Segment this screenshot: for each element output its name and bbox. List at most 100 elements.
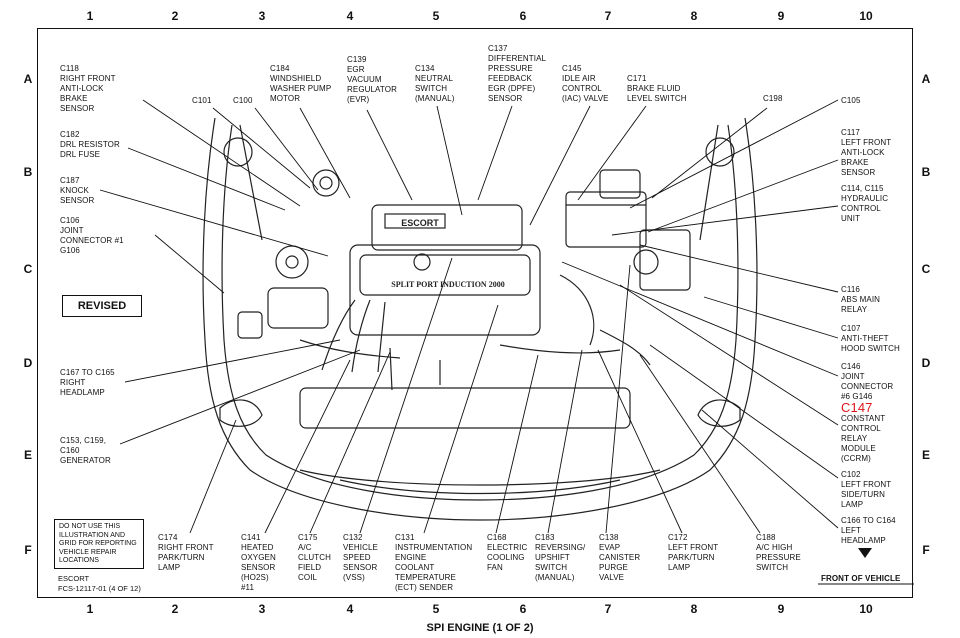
desc-c147: CONSTANT CONTROL RELAY MODULE (CCRM) (841, 414, 886, 463)
code-c175: C175 (298, 533, 318, 542)
code-c138: C138 (599, 533, 619, 542)
desc-c132: VEHICLE SPEED SENSOR (VSS) (343, 543, 378, 582)
code-c184: C184 (270, 64, 290, 73)
code-c172: C172 (668, 533, 688, 542)
desc-c131: INSTRUMENTATION ENGINE COOLANT TEMPERATU… (395, 543, 473, 592)
diagram-title: SPI ENGINE (1 OF 2) (426, 622, 534, 634)
grid-col-3-bottom: 3 (258, 602, 266, 616)
grid-col-6-bottom: 6 (519, 602, 527, 616)
label-c100: C100 (233, 96, 253, 106)
code-c105: C105 (841, 96, 861, 105)
grid-col-6: 6 (519, 9, 527, 23)
grid-row-d: D (23, 356, 33, 370)
code-c174: C174 (158, 533, 178, 542)
grid-row-b-right: B (921, 165, 931, 179)
grid-col-5-bottom: 5 (432, 602, 440, 616)
desc-c171: BRAKE FLUID LEVEL SWITCH (627, 84, 687, 103)
code-c146: C146 (841, 362, 861, 371)
desc-c141: HEATED OXYGEN SENSOR (HO2S) #11 (241, 543, 276, 592)
grid-col-9-bottom: 9 (777, 602, 785, 616)
code-c139: C139 (347, 55, 367, 64)
code-c168: C168 (487, 533, 507, 542)
grid-col-10: 10 (859, 9, 873, 23)
footer-code: FCS-12117-01 (4 OF 12) (58, 584, 141, 593)
code-c182: C182 (60, 130, 80, 139)
engine-cover-escort-text: ESCORT (401, 218, 439, 228)
grid-col-8-bottom: 8 (690, 602, 698, 616)
code-c198: C198 (763, 94, 783, 103)
grid-row-b: B (23, 165, 33, 179)
engine-cover-spi-text: SPLIT PORT INDUCTION 2000 (391, 280, 504, 289)
grid-col-2: 2 (171, 9, 179, 23)
revised-stamp: REVISED (62, 295, 142, 317)
desc-c188: A/C HIGH PRESSURE SWITCH (756, 543, 801, 572)
desc-c114: HYDRAULIC CONTROL UNIT (841, 194, 889, 223)
code-c171: C171 (627, 74, 647, 83)
grid-col-7: 7 (604, 9, 612, 23)
desc-c137: DIFFERENTIAL PRESSURE FEEDBACK EGR (DPFE… (488, 54, 547, 103)
desc-c182: DRL RESISTOR DRL FUSE (60, 140, 120, 159)
footer-model: ESCORT (58, 574, 90, 583)
code-c187: C187 (60, 176, 80, 185)
desc-c187: KNOCK SENSOR (60, 186, 95, 205)
diagram-frame (37, 28, 913, 598)
desc-c184: WINDSHIELD WASHER PUMP MOTOR (270, 74, 332, 103)
grid-row-e-right: E (921, 448, 930, 462)
grid-col-9: 9 (777, 9, 785, 23)
code-c106: C106 (60, 216, 80, 225)
code-c166: C166 TO C164 (841, 516, 896, 525)
desc-c183: REVERSING/ UPSHIFT SWITCH (MANUAL) (535, 543, 586, 582)
grid-col-7-bottom: 7 (604, 602, 612, 616)
grid-col-4-bottom: 4 (346, 602, 354, 616)
grid-col-1: 1 (86, 9, 94, 23)
grid-col-1-bottom: 1 (86, 602, 94, 616)
desc-c175: A/C CLUTCH FIELD COIL (298, 543, 332, 582)
grid-col-3: 3 (258, 9, 266, 23)
code-c116: C116 (841, 285, 860, 294)
front-arrow-icon (858, 548, 872, 558)
code-c102: C102 (841, 470, 861, 479)
desc-c167: RIGHT HEADLAMP (60, 378, 105, 397)
code-c100: C100 (233, 96, 253, 105)
code-c145: C145 (562, 64, 582, 73)
grid-col-4: 4 (346, 9, 354, 23)
desc-c153: C160 GENERATOR (60, 446, 111, 465)
desc-c166: LEFT HEADLAMP (841, 526, 886, 545)
desc-c138: EVAP CANISTER PURGE VALVE (599, 543, 641, 582)
front-of-vehicle-label: FRONT OF VEHICLE (821, 574, 901, 583)
code-c107: C107 (841, 324, 861, 333)
code-c101: C101 (192, 96, 212, 105)
code-c114: C114, C115 (841, 184, 884, 193)
label-c153: C153, C159,C160 GENERATOR (60, 436, 111, 466)
grid-row-c-right: C (921, 262, 931, 276)
desc-c117: LEFT FRONT ANTI-LOCK BRAKE SENSOR (841, 138, 892, 177)
grid-row-f: F (24, 543, 32, 557)
desc-c168: ELECTRIC COOLING FAN (487, 543, 528, 572)
desc-c102: LEFT FRONT SIDE/TURN LAMP (841, 480, 892, 509)
grid-col-8: 8 (690, 9, 698, 23)
code-c147: C147 (841, 400, 873, 415)
grid-row-e: E (23, 448, 32, 462)
desc-c139: EGR VACUUM REGULATOR (EVR) (347, 65, 397, 104)
code-c117: C117 (841, 128, 860, 137)
label-c105: C105 (841, 96, 861, 106)
